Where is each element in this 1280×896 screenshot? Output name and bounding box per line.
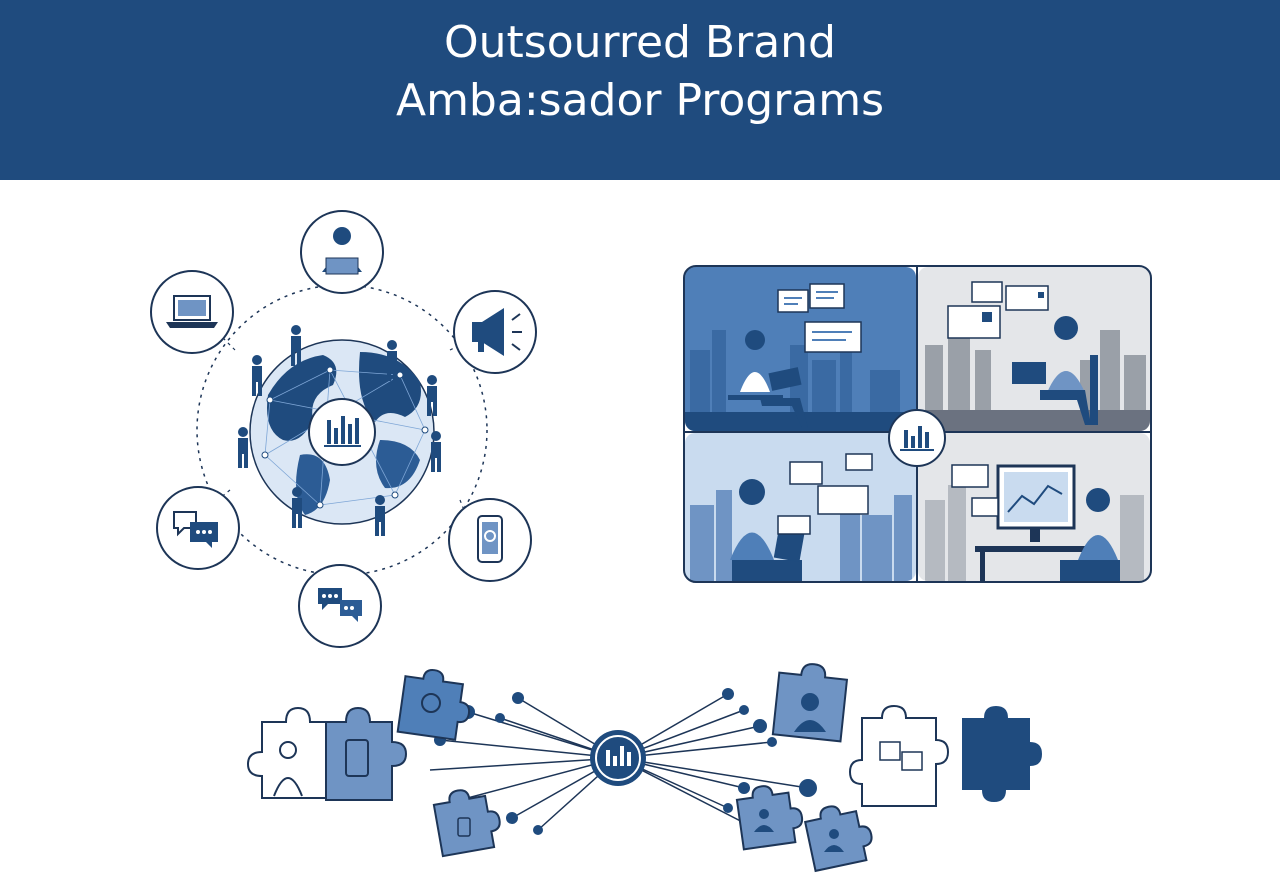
header-banner: Outsourred Brand Amba:sador Programs	[0, 0, 1280, 180]
title-line-2: Amba:sador Programs	[395, 75, 885, 126]
global-network-illustration	[150, 210, 537, 648]
target-puzzle-icon	[396, 669, 471, 741]
smartphone-icon	[448, 498, 532, 582]
person-puzzle-icon	[246, 706, 327, 799]
megaphone-icon	[453, 290, 537, 374]
hub-bar-chart-icon	[590, 730, 646, 786]
remote-worker-skyline-panel	[685, 433, 916, 581]
puzzle-connection-illustration	[246, 663, 1042, 873]
small-puzzle-left-icon	[432, 789, 501, 858]
chat-icon	[156, 486, 240, 570]
remote-worker-city-panel	[685, 267, 916, 431]
page-title: Outsourred Brand Amba:sador Programs	[0, 14, 1280, 130]
laptop-icon	[150, 270, 234, 354]
bar-chart-icon	[308, 398, 376, 466]
outline-puzzle-icon	[848, 704, 950, 807]
solid-puzzle-icon	[962, 706, 1042, 802]
chat-bubbles-icon	[298, 564, 382, 648]
remote-worker-gray-city-panel	[918, 267, 1150, 431]
remote-worker-monitor-panel	[918, 433, 1150, 581]
title-line-1: Outsourred Brand	[444, 17, 836, 68]
collab-bar-chart-icon	[888, 409, 946, 467]
small-puzzle-right-icon	[735, 785, 873, 873]
person-laptop-icon	[300, 210, 384, 294]
ambassador-figures	[238, 325, 441, 536]
connection-nodes	[434, 688, 817, 835]
phone-puzzle-icon	[325, 706, 408, 801]
remote-collaboration-illustration	[683, 265, 1152, 583]
avatar-puzzle-icon	[771, 663, 849, 743]
